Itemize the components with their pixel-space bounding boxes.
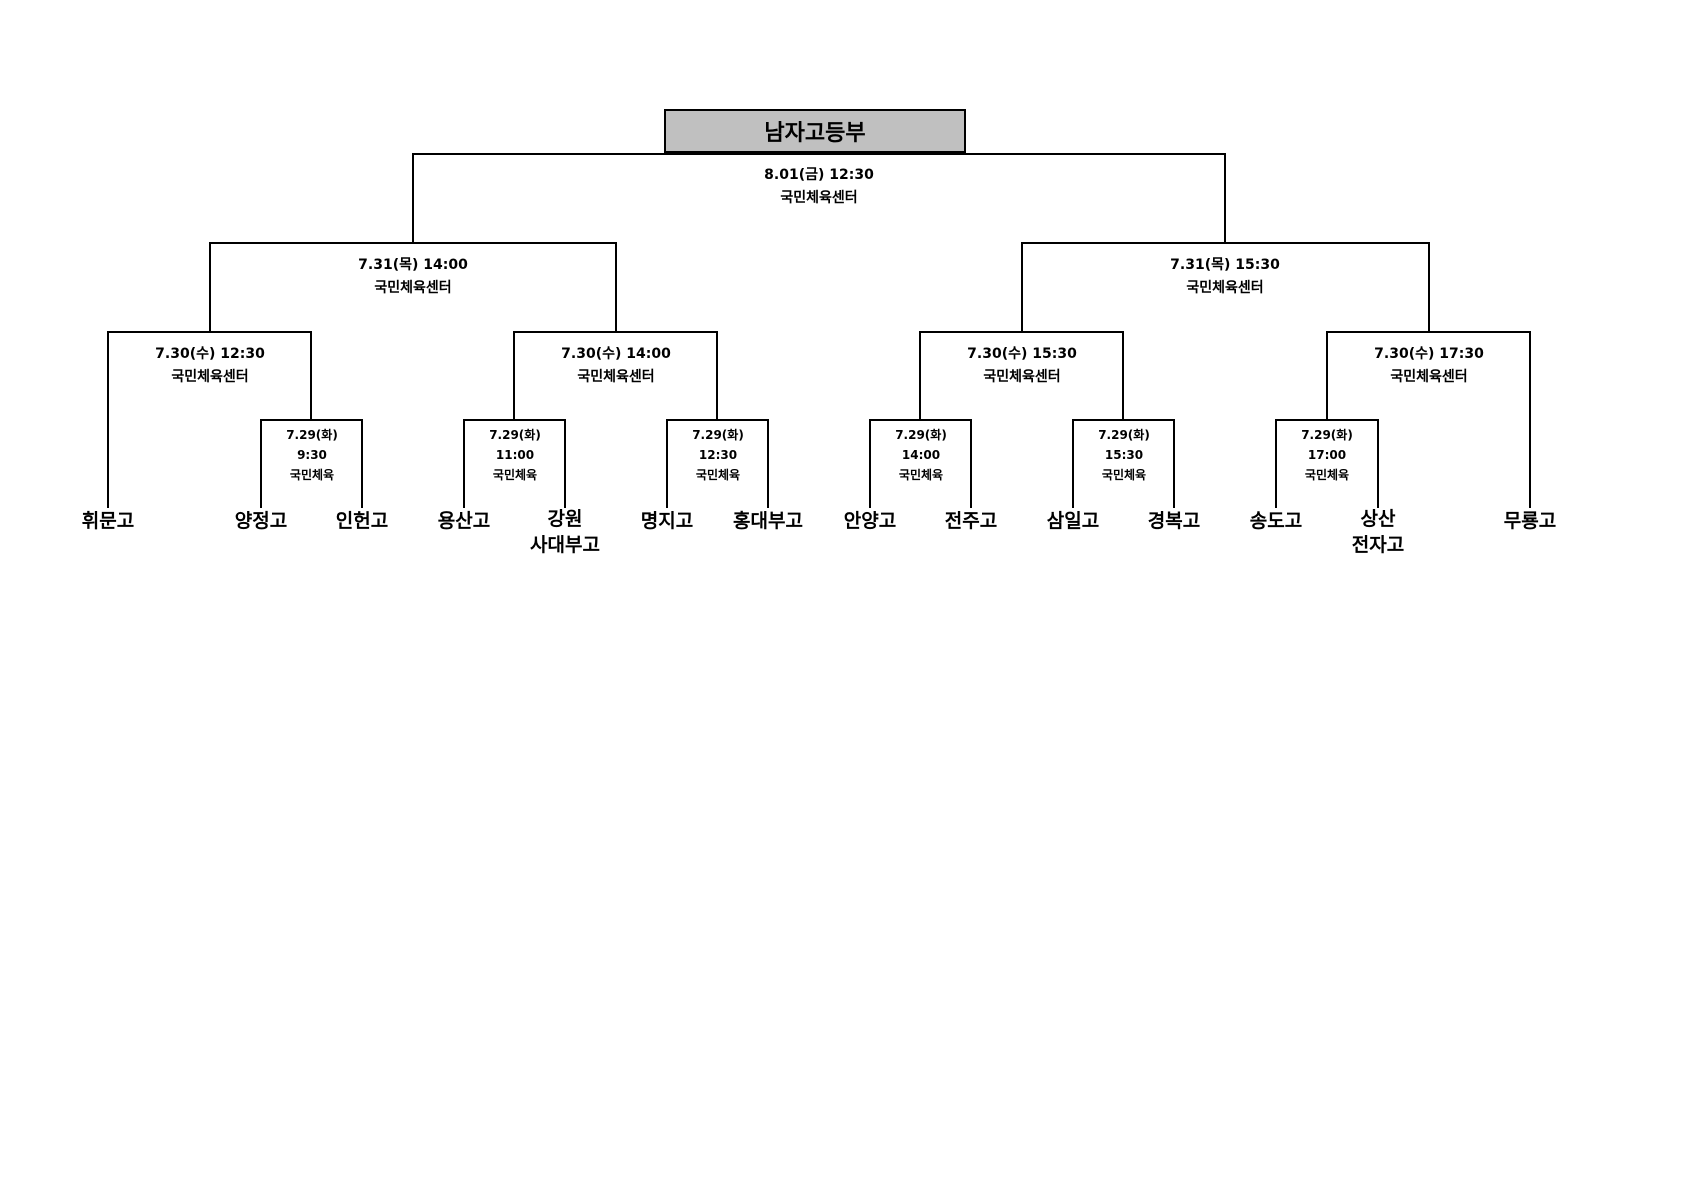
- team-name: 무룡고: [1503, 510, 1557, 532]
- team-name: 강원: [547, 508, 583, 530]
- team-label: 삼일고: [1047, 508, 1099, 534]
- quarterfinal-1-connector: [107, 331, 312, 508]
- match-date: 7.30(수) 14:00: [561, 346, 671, 362]
- match-date: 7.31(목) 14:00: [358, 257, 468, 273]
- match-date: 7.29(화): [1301, 428, 1353, 442]
- match-venue: 국민체육: [898, 468, 944, 482]
- match-time: 17:00: [1307, 448, 1347, 462]
- team-name-line2: 전자고: [1351, 534, 1405, 556]
- match-venue: 국민체육: [695, 468, 741, 482]
- match-date: 8.01(금) 12:30: [764, 167, 874, 183]
- match-venue: 국민체육: [289, 468, 335, 482]
- team-name: 안양고: [843, 510, 897, 532]
- quarterfinal-4-connector: [1326, 331, 1531, 508]
- match-venue: 국민체육: [1101, 468, 1147, 482]
- match-venue: 국민체육센터: [1390, 369, 1468, 385]
- match-venue: 국민체육센터: [983, 369, 1061, 385]
- quarterfinal-4-info: 7.30(수) 17:30 국민체육센터: [1374, 343, 1484, 389]
- first-round-2-connector: [463, 419, 566, 508]
- team-name-line2: 사대부고: [530, 534, 600, 556]
- first-round-6-connector: [1275, 419, 1379, 508]
- team-label: 홍대부고: [733, 508, 803, 534]
- team-label: 경복고: [1148, 508, 1200, 534]
- team-name: 홍대부고: [733, 510, 803, 532]
- first-round-6-info: 7.29(화) 17:00 국민체육: [1301, 425, 1353, 485]
- team-name: 경복고: [1147, 510, 1201, 532]
- quarterfinal-3-connector: [919, 331, 1124, 420]
- match-venue: 국민체육센터: [780, 190, 858, 206]
- match-date: 7.29(화): [489, 428, 541, 442]
- match-date: 7.30(수) 17:30: [1374, 346, 1484, 362]
- match-venue: 국민체육센터: [1186, 280, 1264, 296]
- match-date: 7.30(수) 12:30: [155, 346, 265, 362]
- match-venue: 국민체육: [1304, 468, 1350, 482]
- bracket-title: 남자고등부: [664, 109, 966, 153]
- match-time: 14:00: [901, 448, 941, 462]
- team-label: 전주고: [945, 508, 997, 534]
- final-connector: [412, 153, 1226, 243]
- first-round-5-info: 7.29(화) 15:30 국민체육: [1098, 425, 1150, 485]
- first-round-1-info: 7.29(화) 9:30 국민체육: [286, 425, 338, 485]
- first-round-2-info: 7.29(화) 11:00 국민체육: [489, 425, 541, 485]
- team-label: 강원 사대부고: [530, 506, 600, 558]
- match-date: 7.30(수) 15:30: [967, 346, 1077, 362]
- match-time: 11:00: [495, 448, 535, 462]
- semifinal-2-connector: [1021, 242, 1430, 332]
- team-label: 명지고: [641, 508, 693, 534]
- first-round-1-connector: [260, 419, 363, 508]
- match-date: 7.29(화): [1098, 428, 1150, 442]
- match-date: 7.29(화): [895, 428, 947, 442]
- quarterfinal-2-info: 7.30(수) 14:00 국민체육센터: [561, 343, 671, 389]
- quarterfinal-3-info: 7.30(수) 15:30 국민체육센터: [967, 343, 1077, 389]
- first-round-3-connector: [666, 419, 769, 508]
- team-name: 휘문고: [81, 510, 135, 532]
- team-label: 양정고: [235, 508, 287, 534]
- first-round-3-info: 7.29(화) 12:30 국민체육: [692, 425, 744, 485]
- team-name: 전주고: [944, 510, 998, 532]
- team-label: 무룡고: [1504, 508, 1556, 534]
- match-date: 7.29(화): [692, 428, 744, 442]
- team-name: 명지고: [640, 510, 694, 532]
- team-name: 용산고: [437, 510, 491, 532]
- semifinal-2-info: 7.31(목) 15:30 국민체육센터: [1170, 254, 1280, 300]
- semifinal-1-connector: [209, 242, 617, 332]
- team-label: 용산고: [438, 508, 490, 534]
- match-time: 9:30: [297, 448, 327, 462]
- team-label: 휘문고: [82, 508, 134, 534]
- first-round-4-info: 7.29(화) 14:00 국민체육: [895, 425, 947, 485]
- match-date: 7.31(목) 15:30: [1170, 257, 1280, 273]
- first-round-5-connector: [1072, 419, 1175, 508]
- team-name: 상산: [1360, 508, 1396, 530]
- team-label: 송도고: [1250, 508, 1302, 534]
- semifinal-1-info: 7.31(목) 14:00 국민체육센터: [358, 254, 468, 300]
- match-venue: 국민체육센터: [374, 280, 452, 296]
- match-date: 7.29(화): [286, 428, 338, 442]
- team-name: 양정고: [234, 510, 288, 532]
- match-venue: 국민체육: [492, 468, 538, 482]
- team-name: 삼일고: [1046, 510, 1100, 532]
- quarterfinal-1-info: 7.30(수) 12:30 국민체육센터: [155, 343, 265, 389]
- team-name: 송도고: [1249, 510, 1303, 532]
- final-match-info: 8.01(금) 12:30 국민체육센터: [764, 164, 874, 210]
- team-label: 인헌고: [336, 508, 388, 534]
- first-round-4-connector: [869, 419, 972, 508]
- match-venue: 국민체육센터: [577, 369, 655, 385]
- match-time: 12:30: [698, 448, 738, 462]
- match-venue: 국민체육센터: [171, 369, 249, 385]
- team-label: 상산 전자고: [1352, 506, 1404, 558]
- team-name: 인헌고: [335, 510, 389, 532]
- quarterfinal-2-connector: [513, 331, 718, 420]
- team-label: 안양고: [844, 508, 896, 534]
- match-time: 15:30: [1104, 448, 1144, 462]
